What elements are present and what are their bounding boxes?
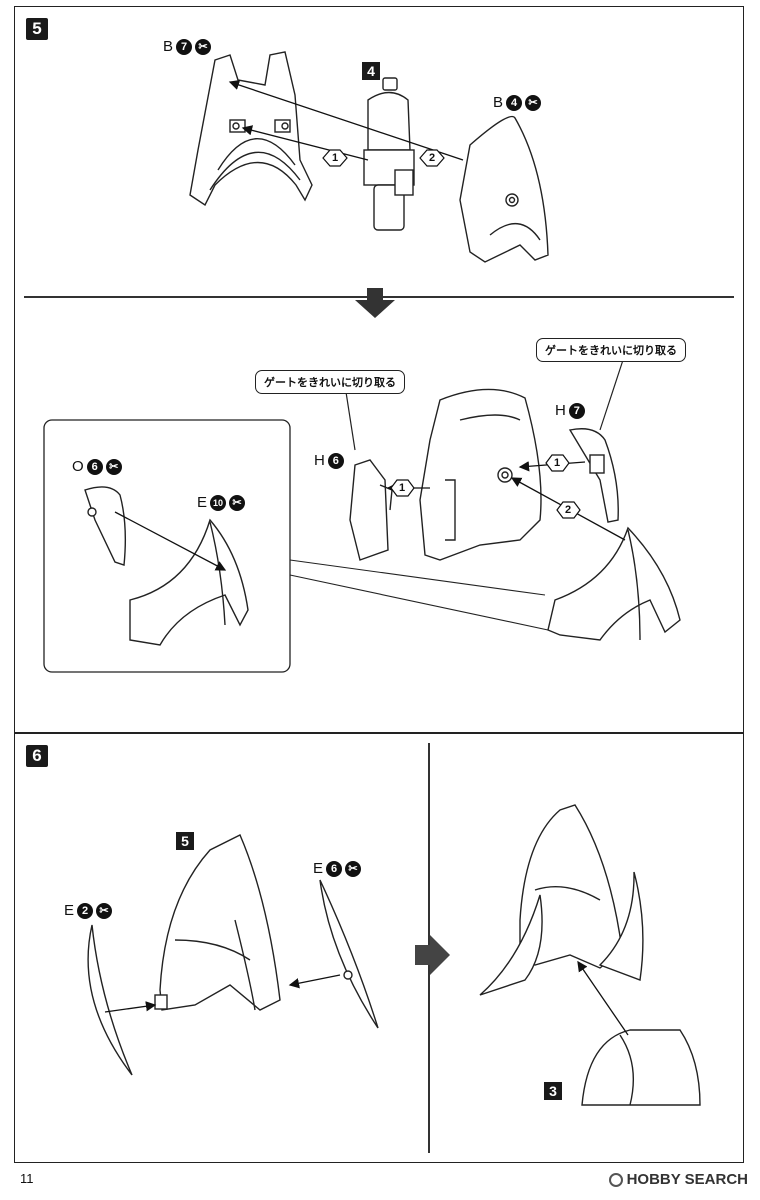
part-label-e2: E 2 ✂ [64, 902, 113, 919]
part-label-e6: E 6 ✂ [313, 860, 362, 877]
runner-number: 10 [210, 494, 227, 511]
part-h6 [349, 459, 393, 561]
runner-number: 4 [506, 94, 523, 111]
part-e2-blade [87, 924, 133, 1076]
part-label-b4: B 4 ✂ [493, 94, 542, 111]
runner-number: 7 [568, 402, 585, 419]
part-o6 [84, 486, 127, 566]
step-5-badge: 5 [26, 18, 48, 40]
nipper-cut-icon: ✂ [525, 94, 542, 111]
runner-letter: B [163, 38, 174, 55]
nipper-cut-icon: ✂ [105, 458, 122, 475]
callout-clean-gate-left: ゲートをきれいに切り取る [255, 370, 405, 394]
detail-inset-box [43, 419, 291, 673]
part-label-h7: H 7 [555, 402, 585, 419]
runner-letter: E [313, 860, 324, 877]
runner-number: 6 [326, 860, 343, 877]
runner-letter: H [555, 402, 566, 419]
step-6-badge: 6 [26, 745, 48, 767]
runner-letter: B [493, 94, 504, 111]
order-marker-2b: 2 [564, 504, 572, 516]
part-label-h6: H 6 [314, 452, 344, 469]
assembled-head-center [419, 388, 542, 561]
part-label-e10: E 10 ✂ [197, 494, 246, 511]
part-e10-right [547, 526, 681, 641]
order-marker-2: 2 [428, 152, 436, 164]
part-3-stand [581, 1029, 701, 1106]
part-e6-blade [319, 879, 379, 1029]
runner-letter: E [64, 902, 75, 919]
watermark-logo-icon [608, 1172, 623, 1187]
part-e10-inset [129, 518, 249, 646]
part-label-b7: B 7 ✂ [163, 38, 212, 55]
page-number: 11 [20, 1171, 34, 1186]
part-b4-shell [459, 115, 549, 263]
runner-number: 2 [77, 902, 94, 919]
part-h7 [568, 428, 619, 523]
nipper-cut-icon: ✂ [345, 860, 362, 877]
order-marker-1b: 1 [553, 457, 561, 469]
part-5-shell [154, 834, 281, 1011]
part-4-inner [363, 77, 415, 231]
sub-assembly-badge-4: 4 [362, 62, 380, 80]
runner-letter: H [314, 452, 325, 469]
runner-letter: O [72, 458, 84, 475]
down-arrow-icon [355, 288, 395, 318]
nipper-cut-icon: ✂ [229, 494, 246, 511]
callout-clean-gate-right: ゲートをきれいに切り取る [536, 338, 686, 362]
final-assembly [479, 804, 644, 996]
runner-letter: E [197, 494, 208, 511]
runner-number: 7 [176, 38, 193, 55]
order-marker-1a: 1 [398, 482, 406, 494]
runner-number: 6 [86, 458, 103, 475]
part-b7-frame [189, 51, 313, 207]
watermark-text: HOBBY SEARCH [626, 1171, 748, 1188]
right-arrow-icon [415, 935, 450, 975]
order-marker-1: 1 [331, 152, 339, 164]
part-label-o6: O 6 ✂ [72, 458, 122, 475]
sub-assembly-badge-3: 3 [544, 1082, 562, 1100]
runner-number: 6 [327, 452, 344, 469]
sub-assembly-badge-5: 5 [176, 832, 194, 850]
watermark: HOBBY SEARCH [608, 1171, 748, 1188]
nipper-cut-icon: ✂ [96, 902, 113, 919]
nipper-cut-icon: ✂ [195, 38, 212, 55]
